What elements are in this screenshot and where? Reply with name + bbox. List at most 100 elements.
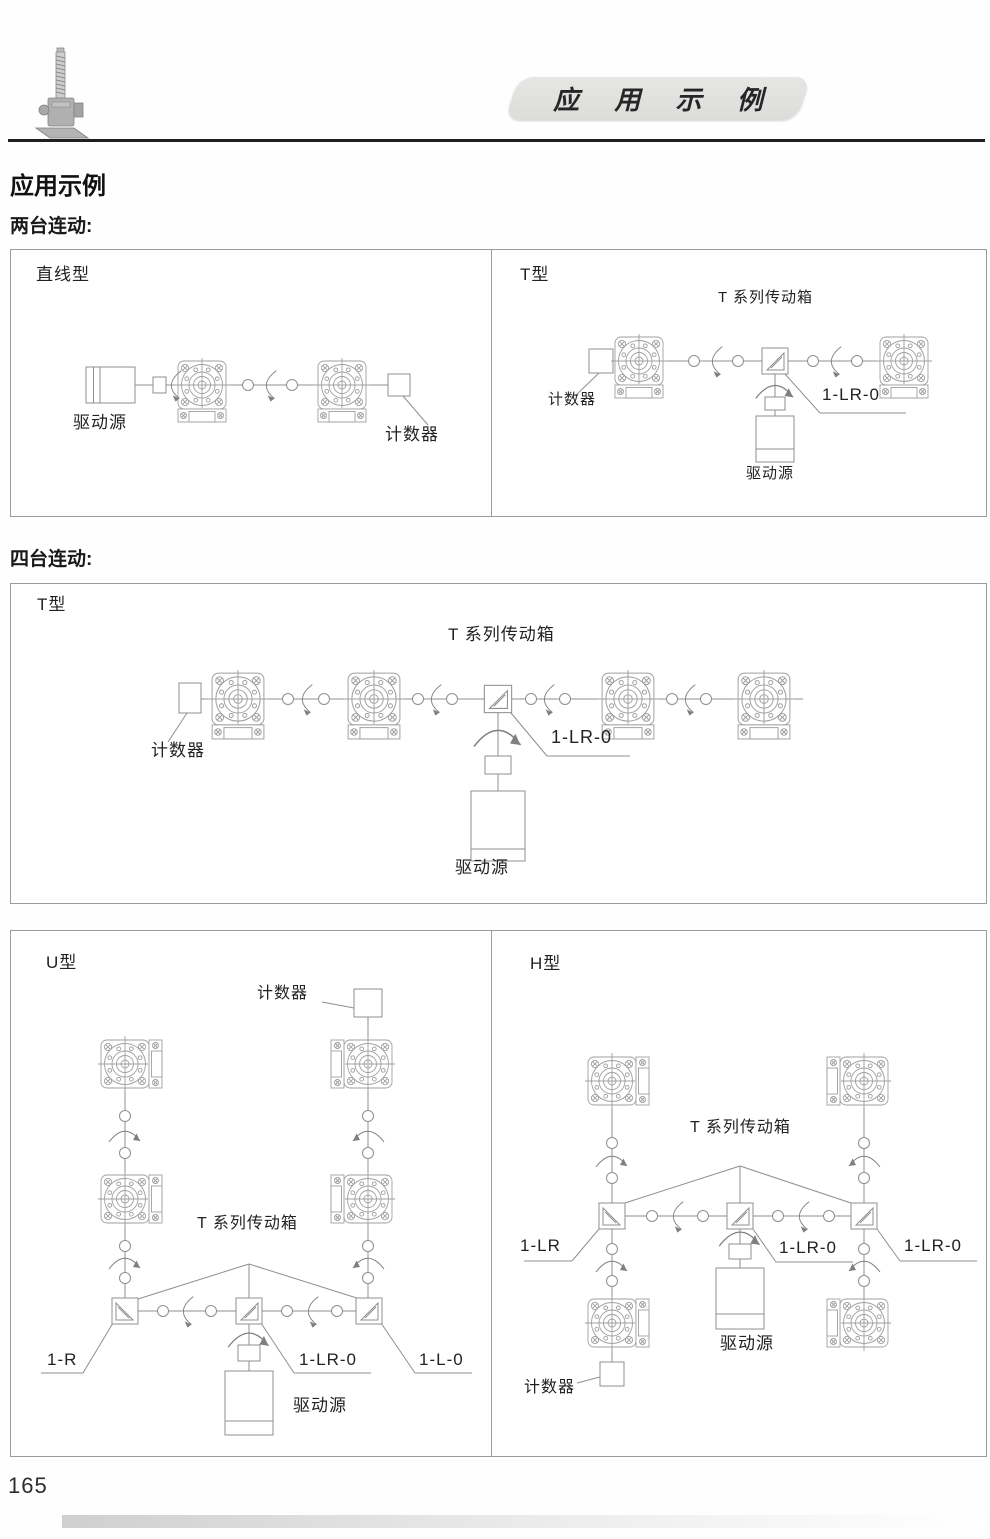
type-label-t-two: T型 [520, 265, 550, 284]
rotation-arrow-icon [307, 1296, 319, 1329]
counter-label: 计数器 [385, 425, 439, 444]
series-label: T 系列传动箱 [690, 1119, 791, 1136]
coupling-icon [362, 1147, 374, 1159]
gearbox-icon [330, 1035, 396, 1093]
drive-label: 驱动源 [73, 413, 127, 432]
counter-label: 计数器 [151, 741, 205, 760]
page-number: 165 [8, 1473, 48, 1498]
coupling-icon [606, 1172, 618, 1184]
gearbox-icon [313, 357, 371, 423]
t-four-diagram [167, 669, 803, 862]
code-label: 1-LR-0 [551, 727, 613, 747]
series-label: T 系列传动箱 [718, 289, 814, 306]
section-heading-four-units: 四台连动: [10, 549, 93, 570]
rotation-arrow-icon [543, 684, 555, 717]
coupling-icon [732, 355, 744, 367]
type-label-h: H型 [530, 954, 562, 973]
miter-box-icon [483, 684, 513, 714]
coupling-icon [446, 693, 458, 705]
gearbox-icon [826, 1294, 892, 1352]
corner-box-icon [111, 1297, 139, 1325]
four-units-t-box: T型 T 系列传动箱 计数器 1-LR-0 驱动源 [10, 583, 987, 904]
t-two-diagram [574, 333, 933, 463]
counter-box [353, 988, 383, 1018]
counter-box [588, 348, 614, 374]
gearbox-icon [97, 1035, 163, 1093]
drive-motor [224, 1370, 274, 1436]
banner-title: 应 用 示 例 [553, 85, 777, 115]
coupling-icon [688, 355, 700, 367]
drive-label: 驱动源 [746, 465, 795, 482]
rotation-arrow-icon [830, 346, 842, 379]
shaft-coupling [152, 376, 167, 394]
rotation-arrow-icon [672, 1201, 684, 1234]
counter-label: 计数器 [257, 985, 309, 1002]
code-label-center: 1-LR-0 [779, 1238, 837, 1257]
coupling-icon [807, 355, 819, 367]
coupling-icon [525, 693, 537, 705]
coupling-icon [119, 1110, 131, 1122]
coupling-icon [700, 693, 712, 705]
coupling-icon [858, 1172, 870, 1184]
type-label-t-four: T型 [37, 595, 67, 614]
type-label-linear: 直线型 [36, 265, 90, 284]
drive-label: 驱动源 [720, 1334, 774, 1353]
coupling-icon [858, 1275, 870, 1287]
coupling-icon [772, 1210, 784, 1222]
coupling-icon [606, 1275, 618, 1287]
corner-box-icon [850, 1202, 878, 1230]
corner-box-icon [355, 1297, 383, 1325]
shaft-coupling [484, 755, 512, 775]
coupling-icon [119, 1147, 131, 1159]
gearbox-icon [97, 1170, 163, 1228]
miter-box-icon [726, 1202, 754, 1230]
counter-box [178, 682, 202, 714]
code-label-right: 1-L-0 [419, 1350, 464, 1369]
gearbox-icon [584, 1294, 650, 1352]
gearbox-icon [330, 1170, 396, 1228]
coupling-icon [282, 693, 294, 705]
rotation-arrow-icon [711, 346, 723, 379]
rotation-arrow-icon [182, 1296, 194, 1329]
rotation-arrow-icon [265, 370, 277, 403]
two-units-box: 直线型 驱动源 计数器 [10, 249, 987, 517]
coupling-icon [362, 1240, 374, 1252]
coupling-icon [606, 1137, 618, 1149]
counter-box [599, 1361, 625, 1387]
gearbox-icon [610, 333, 668, 399]
coupling-icon [318, 693, 330, 705]
coupling-icon [646, 1210, 658, 1222]
u-type-diagram [41, 988, 472, 1436]
drive-motor [85, 366, 136, 404]
coupling-icon [851, 355, 863, 367]
panel-u-type: U型 计数器 T 系列传动箱 1-R 1-LR-0 1-L-0 驱动源 [11, 931, 491, 1456]
section-heading-two-units: 两台连动: [10, 216, 93, 237]
series-label: T 系列传动箱 [197, 1215, 298, 1232]
coupling-icon [697, 1210, 709, 1222]
shaft-coupling [728, 1243, 752, 1260]
rotation-arrow-icon [301, 684, 313, 717]
panel-t-two: T型 T 系列传动箱 计数器 1-LR-0 驱动源 [491, 250, 987, 516]
coupling-icon [119, 1272, 131, 1284]
drive-motor [715, 1267, 765, 1330]
coupling-icon [606, 1243, 618, 1255]
drive-label: 驱动源 [293, 1396, 347, 1415]
linear-diagram [85, 357, 429, 426]
drive-motor [755, 415, 795, 463]
code-label-center: 1-LR-0 [299, 1350, 357, 1369]
footer-gradient-bar [62, 1515, 985, 1528]
coupling-icon [157, 1305, 169, 1317]
u-h-box: U型 计数器 T 系列传动箱 1-R 1-LR-0 1-L-0 驱动源 [10, 930, 987, 1457]
rotation-arrow-icon [755, 384, 794, 399]
shaft-coupling [764, 396, 786, 411]
gearbox-icon [875, 333, 933, 399]
gearbox-icon [826, 1052, 892, 1110]
counter-label: 计数器 [524, 1379, 576, 1396]
type-label-u: U型 [46, 953, 78, 972]
gearbox-icon [173, 357, 231, 423]
rotation-arrow-icon [430, 684, 442, 717]
gearbox-icon [207, 669, 269, 740]
coupling-icon [205, 1305, 217, 1317]
series-label: T 系列传动箱 [448, 625, 555, 644]
